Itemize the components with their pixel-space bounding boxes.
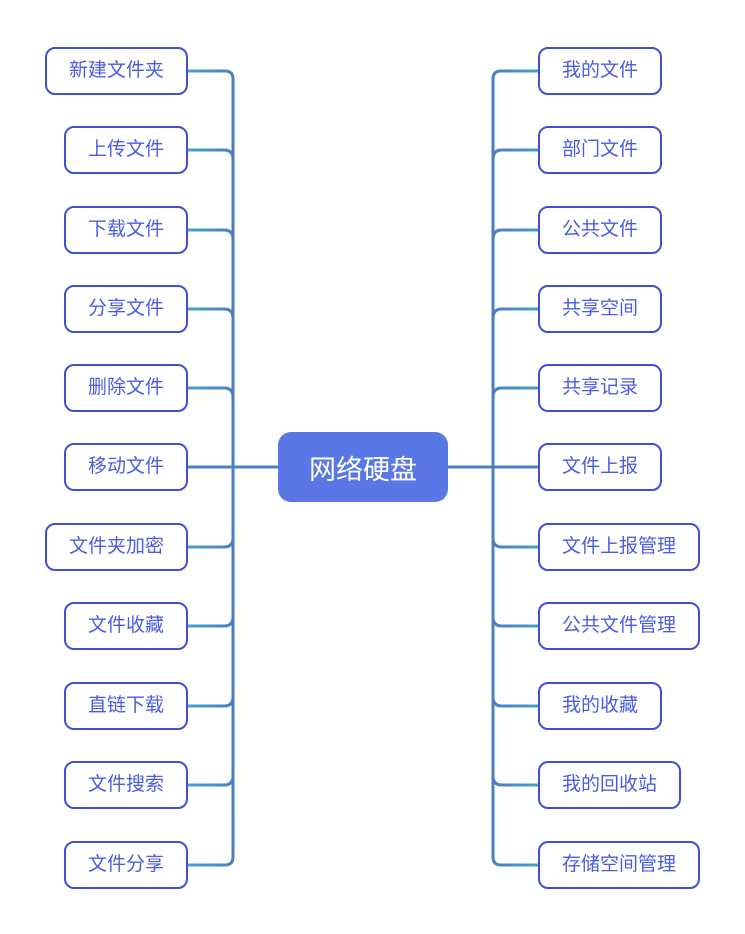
branch-connector <box>187 148 235 161</box>
branch-connector <box>491 774 541 787</box>
branch-connector <box>187 536 235 549</box>
left-node-share-file[interactable]: 分享文件 <box>63 285 188 333</box>
left-node-file-favorite[interactable]: 文件收藏 <box>63 602 188 650</box>
right-trunk-connector <box>491 69 541 867</box>
branch-connector <box>187 774 235 787</box>
left-node-move-file[interactable]: 移动文件 <box>63 443 188 491</box>
branch-connector <box>491 228 541 241</box>
branch-connector <box>491 536 541 549</box>
branch-connector <box>491 307 541 320</box>
left-trunk-connector <box>187 69 235 867</box>
branch-connector <box>187 228 235 241</box>
branch-connector <box>187 307 235 320</box>
right-node-public-files[interactable]: 公共文件 <box>538 206 663 254</box>
left-node-new-folder[interactable]: 新建文件夹 <box>44 47 188 95</box>
branch-connector <box>187 695 235 708</box>
right-node-file-report[interactable]: 文件上报 <box>538 443 663 491</box>
right-node-share-records[interactable]: 共享记录 <box>538 364 663 412</box>
right-node-storage-management[interactable]: 存储空间管理 <box>538 841 701 889</box>
branch-connector <box>187 386 235 399</box>
right-node-public-file-management[interactable]: 公共文件管理 <box>538 602 701 650</box>
right-node-my-favorites[interactable]: 我的收藏 <box>538 682 663 730</box>
left-node-folder-encryption[interactable]: 文件夹加密 <box>44 523 188 571</box>
left-node-file-sharing[interactable]: 文件分享 <box>63 841 188 889</box>
right-node-my-recycle-bin[interactable]: 我的回收站 <box>538 761 682 809</box>
left-node-delete-file[interactable]: 删除文件 <box>63 364 188 412</box>
left-node-download-file[interactable]: 下载文件 <box>63 206 188 254</box>
branch-connector <box>187 615 235 628</box>
right-node-department-files[interactable]: 部门文件 <box>538 126 663 174</box>
right-node-my-files[interactable]: 我的文件 <box>538 47 663 95</box>
branch-connector <box>491 386 541 399</box>
branch-connector <box>491 148 541 161</box>
root-node-network-disk[interactable]: 网络硬盘 <box>278 432 448 502</box>
right-node-file-report-management[interactable]: 文件上报管理 <box>538 523 701 571</box>
branch-connector <box>491 615 541 628</box>
branch-connector <box>491 695 541 708</box>
left-node-direct-link-download[interactable]: 直链下载 <box>63 682 188 730</box>
left-node-file-search[interactable]: 文件搜索 <box>63 761 188 809</box>
right-node-shared-space[interactable]: 共享空间 <box>538 285 663 333</box>
left-node-upload-file[interactable]: 上传文件 <box>63 126 188 174</box>
